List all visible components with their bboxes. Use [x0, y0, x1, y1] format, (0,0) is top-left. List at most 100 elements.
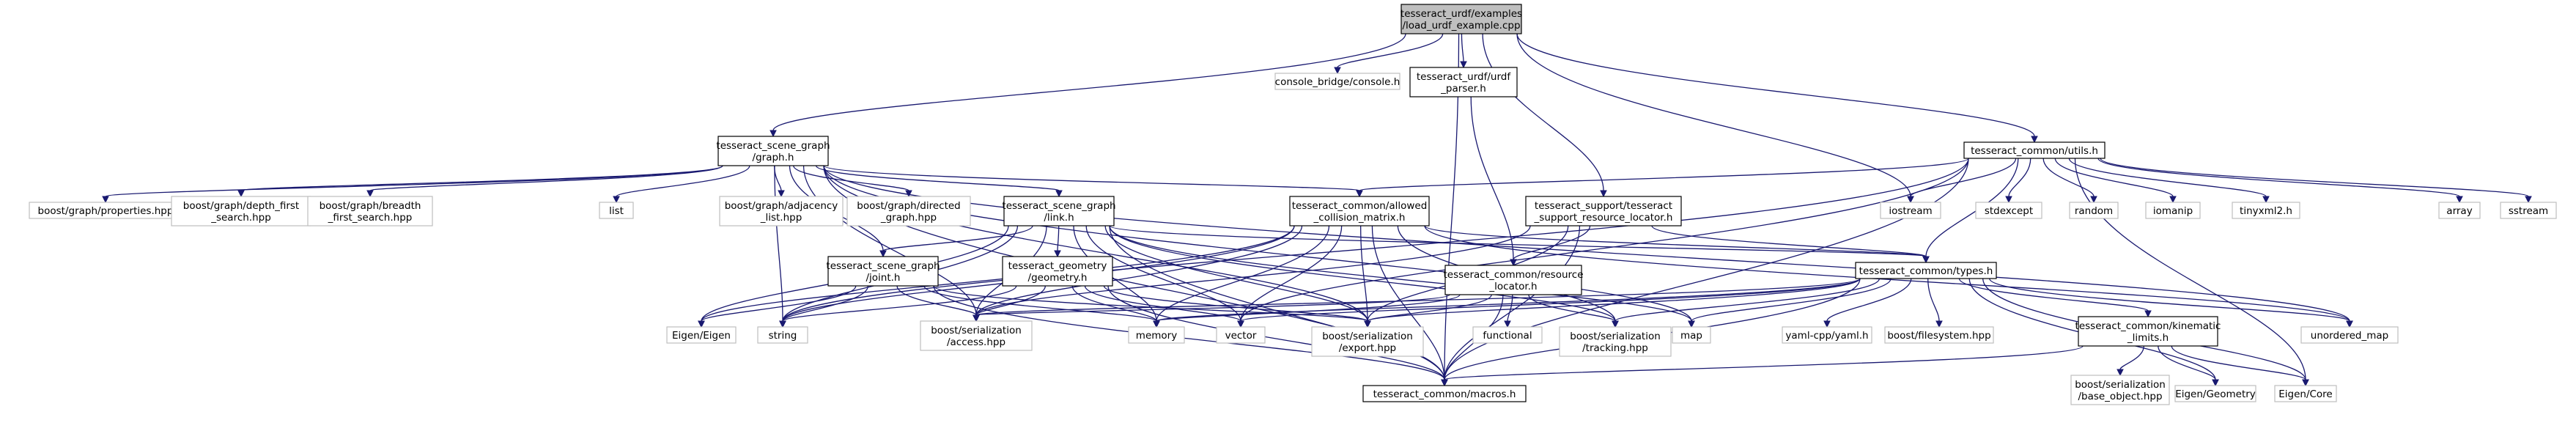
node-label: boost/graph/adjacency: [725, 200, 838, 212]
node-label: _locator.h: [1488, 281, 1537, 292]
edge-utils-to-iomanip: [2054, 158, 2177, 204]
node-iomanip: iomanip: [2145, 202, 2201, 219]
node-joint[interactable]: tesseract_scene_graph/joint.h: [826, 256, 940, 287]
node-label: iostream: [1889, 205, 1932, 217]
edge-utils-to-stdexcept: [2005, 158, 2031, 204]
edge-link-to-types: [1109, 225, 1930, 264]
node-eigen-core: Eigen/Core: [2274, 385, 2337, 402]
node-types[interactable]: tesseract_common/types.h: [1855, 262, 1997, 279]
node-bg-props: boost/graph/properties.hpp: [29, 202, 182, 219]
node-eigen-geo: Eigen/Geometry: [2174, 385, 2256, 402]
node-acm[interactable]: tesseract_common/allowed_collision_matri…: [1289, 196, 1430, 226]
edge-geometry-to-vector: [1084, 285, 1244, 328]
node-utils[interactable]: tesseract_common/utils.h: [1963, 141, 2106, 159]
node-label: map: [1680, 330, 1702, 342]
edge-load-urdf-to-iostream: [1516, 33, 1914, 204]
edge-geometry-to-memory: [1071, 285, 1160, 328]
node-box: [1855, 262, 1997, 279]
edge-scene-graph-to-list: [613, 165, 750, 204]
node-box: [666, 326, 737, 344]
node-bg-bfs: boost/graph/breadth_first_search.hpp: [307, 196, 433, 226]
node-label: /graph.h: [753, 152, 794, 163]
node-box: [846, 196, 971, 226]
node-string: string: [757, 326, 808, 344]
node-label: tesseract_common/resource: [1444, 269, 1584, 281]
node-random: random: [2069, 202, 2119, 219]
node-array: array: [2438, 202, 2481, 219]
node-box: [1884, 326, 1994, 344]
edge-scene-graph-to-bg-bfs: [366, 165, 723, 198]
node-label: console_bridge/console.h: [1275, 76, 1400, 88]
node-console-bridge: console_bridge/console.h: [1274, 73, 1400, 90]
node-tracking: boost/serialization/tracking.hpp: [1559, 326, 1672, 357]
node-box: [2070, 375, 2170, 405]
node-kin-limits[interactable]: tesseract_common/kinematic_limits.h: [2075, 316, 2221, 347]
node-box: [1274, 73, 1400, 90]
node-label: list: [609, 205, 624, 217]
node-list: list: [599, 202, 634, 219]
edge-types-to-export: [1364, 278, 1861, 328]
node-label: Eigen/Eigen: [672, 330, 731, 342]
node-iostream: iostream: [1880, 202, 1941, 219]
node-label: yaml-cpp/yaml.h: [1785, 330, 1868, 342]
node-label: iomanip: [2153, 205, 2193, 217]
node-label: /tracking.hpp: [1582, 342, 1648, 354]
node-label: boost/serialization: [931, 325, 1022, 336]
node-stdexcept: stdexcept: [1975, 202, 2042, 219]
node-label: _graph.hpp: [880, 212, 937, 224]
node-box: [717, 136, 829, 166]
node-res-loc[interactable]: tesseract_common/resource_locator.h: [1444, 265, 1584, 295]
node-label: /load_urdf_example.cpp: [1402, 20, 1520, 32]
node-bg-dir: boost/graph/directed_graph.hpp: [846, 196, 971, 226]
node-label: stdexcept: [1985, 205, 2033, 217]
node-macros[interactable]: tesseract_common/macros.h: [1362, 385, 1527, 402]
node-link[interactable]: tesseract_scene_graph/link.h: [1002, 196, 1116, 226]
edge-load-urdf-to-utils: [1516, 33, 2038, 144]
node-box: [920, 320, 1033, 351]
node-box: [2232, 202, 2300, 219]
node-sstream: sstream: [2500, 202, 2557, 219]
node-label: boost/filesystem.hpp: [1887, 330, 1990, 342]
edge-load-urdf-to-console-bridge: [1334, 33, 1444, 75]
node-bfs-fs: boost/filesystem.hpp: [1884, 326, 1994, 344]
node-geometry[interactable]: tesseract_geometry/geometry.h: [1002, 256, 1113, 287]
node-scene-graph[interactable]: tesseract_scene_graph/graph.h: [716, 136, 830, 166]
node-label: tesseract_scene_graph: [1002, 200, 1115, 212]
node-srl[interactable]: tesseract_support/tesseract_support_reso…: [1525, 196, 1682, 226]
node-load-urdf[interactable]: tesseract_urdf/examples/load_urdf_exampl…: [1400, 4, 1522, 34]
node-box: [2174, 385, 2256, 402]
node-label: boost/serialization: [2075, 379, 2166, 391]
nodes-layer: tesseract_urdf/examples/load_urdf_exampl…: [29, 4, 2557, 405]
node-bg-adj: boost/graph/adjacency_list.hpp: [719, 196, 844, 226]
edge-srl-to-res-loc: [1510, 225, 1591, 267]
edge-load-urdf-to-scene-graph: [770, 33, 1406, 138]
edge-types-to-vector: [1237, 278, 1861, 328]
node-urdf-parser[interactable]: tesseract_urdf/urdf_parser.h: [1409, 67, 1518, 97]
node-label: boost/graph/depth_first: [183, 200, 299, 212]
node-label: tesseract_common/kinematic: [2075, 320, 2221, 332]
edge-link-to-geometry: [1054, 225, 1061, 258]
node-label: Eigen/Core: [2278, 388, 2333, 400]
edge-scene-graph-to-bg-dfs: [237, 165, 723, 198]
node-label: tesseract_common/allowed: [1292, 200, 1428, 212]
node-export: boost/serialization/export.hpp: [1311, 326, 1424, 357]
node-box: [1409, 67, 1518, 97]
node-box: [1963, 141, 2106, 159]
node-base-obj: boost/serialization/base_object.hpp: [2070, 375, 2170, 405]
node-label: tesseract_urdf/urdf: [1417, 71, 1511, 83]
node-box: [2078, 316, 2218, 347]
node-tinyxml2: tinyxml2.h: [2232, 202, 2300, 219]
node-label: _list.hpp: [760, 212, 802, 224]
node-box: [2500, 202, 2557, 219]
node-label: string: [769, 330, 797, 342]
node-box: [1362, 385, 1527, 402]
node-label: tesseract_urdf/examples: [1400, 8, 1522, 20]
node-label: /joint.h: [866, 272, 900, 284]
edge-joint-to-eigen: [698, 285, 857, 328]
edge-geometry-to-string: [779, 285, 1017, 328]
edge-link-to-joint: [879, 225, 1033, 258]
node-memory: memory: [1128, 326, 1185, 344]
edge-utils-to-random: [2042, 158, 2097, 204]
edge-kin-limits-to-macros: [1441, 345, 2084, 387]
edge-srl-to-types: [1651, 225, 1930, 264]
